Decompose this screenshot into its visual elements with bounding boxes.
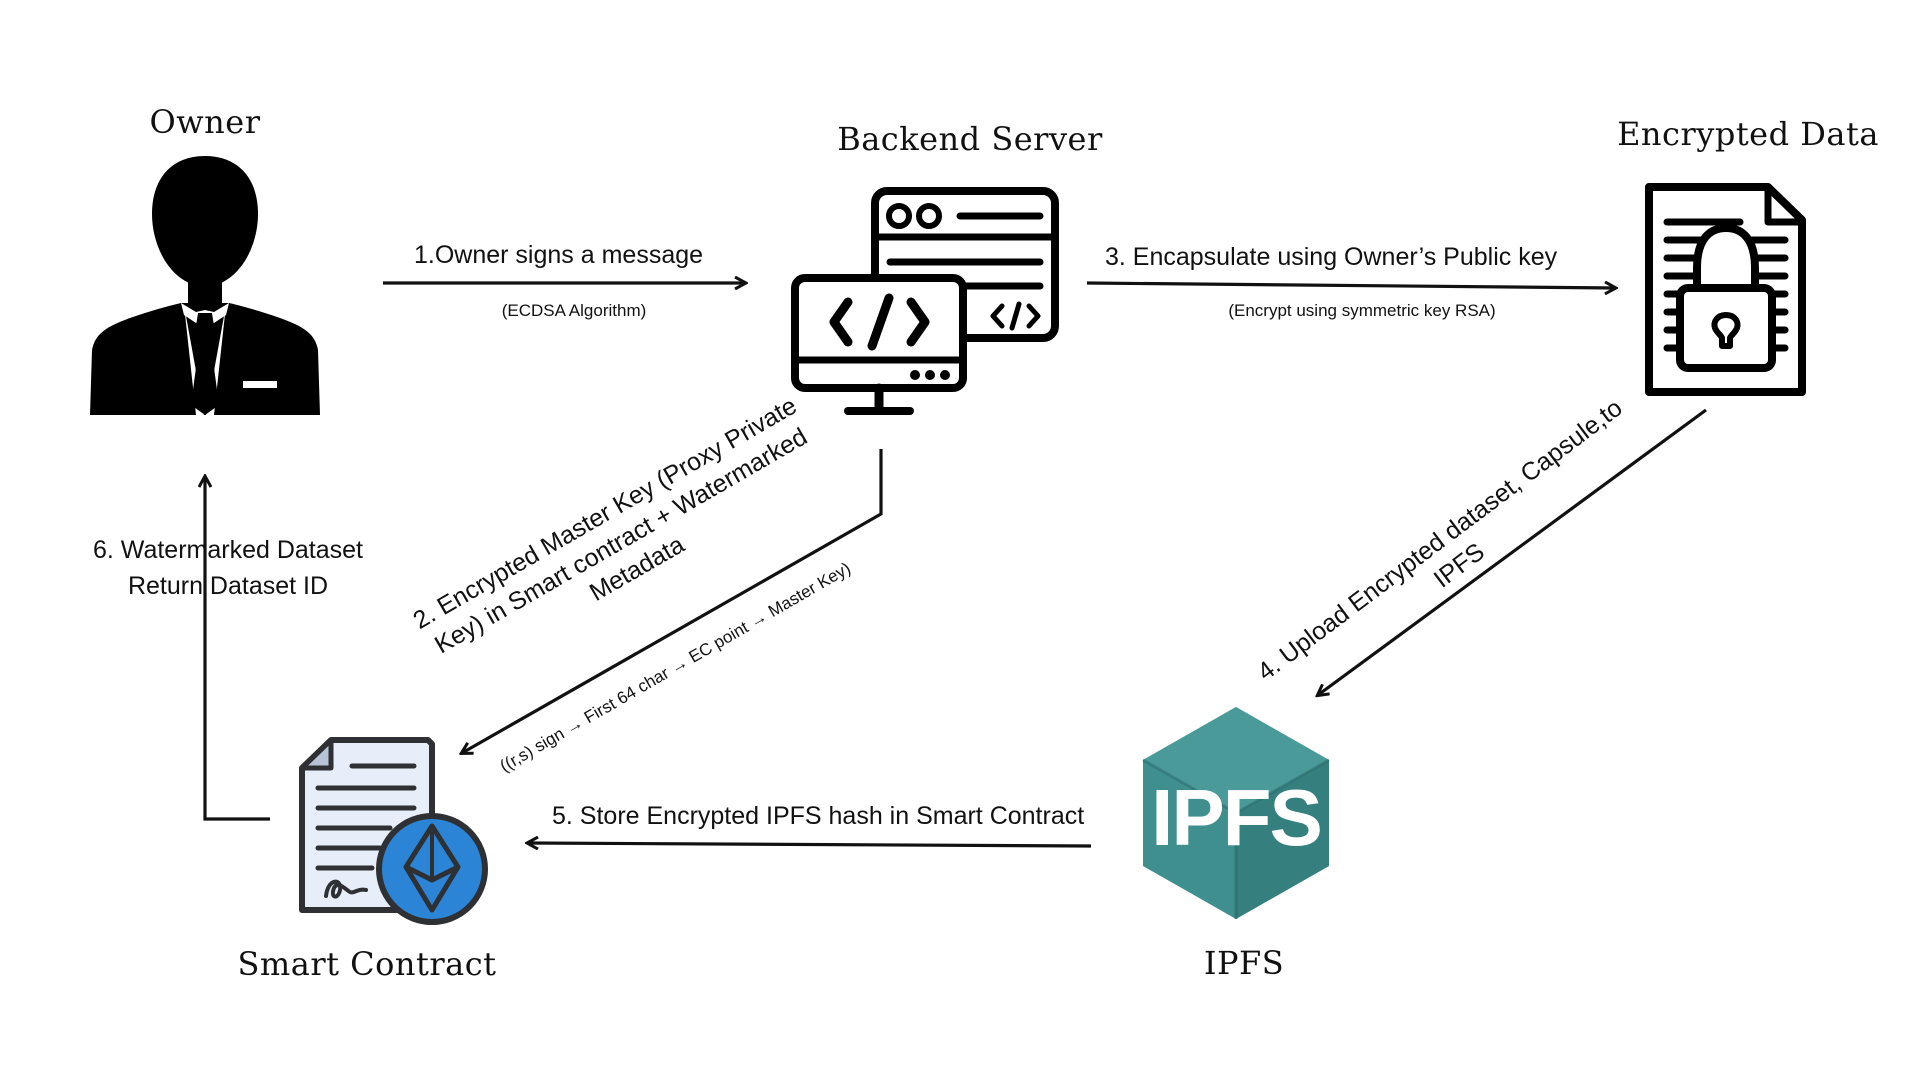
arrow-step4: [1318, 408, 1707, 695]
ipfs-node: IPFS IPFS: [1142, 707, 1330, 982]
ipfs-logo-text: IPFS: [1151, 773, 1321, 862]
edge-owner-to-backend: 1.Owner signs a message (ECDSA Algorithm…: [383, 241, 745, 320]
step3-sublabel: (Encrypt using symmetric key RSA): [1228, 301, 1495, 320]
step6-label-line2: Return Dataset ID: [128, 572, 328, 600]
server-code-icon: [791, 187, 1059, 415]
owner-title: Owner: [150, 103, 261, 141]
edge-ipfs-to-contract: 5. Store Encrypted IPFS hash in Smart Co…: [528, 802, 1092, 846]
step5-label: 5. Store Encrypted IPFS hash in Smart Co…: [552, 802, 1084, 830]
locked-document-icon: [1645, 183, 1806, 396]
smart-contract-node: Smart Contract: [237, 737, 496, 983]
backend-server-node: Backend Server: [791, 120, 1103, 415]
arrow-step5: [528, 843, 1092, 846]
step3-label: 3. Encapsulate using Owner’s Public key: [1105, 243, 1558, 271]
arrow-step3: [1086, 283, 1615, 288]
ethereum-icon: [376, 813, 488, 925]
arrow-step6: [205, 477, 270, 821]
arrow-step2: [462, 449, 883, 753]
encrypted-data-title: Encrypted Data: [1617, 115, 1879, 153]
edge-encrypted-to-ipfs: 4. Upload Encrypted dataset, Capsule,to …: [1252, 394, 1707, 712]
ipfs-logo-icon: IPFS: [1142, 707, 1330, 919]
step4-label-line1: 4. Upload Encrypted dataset, Capsule,to: [1252, 394, 1627, 687]
edge-backend-to-encrypted: 3. Encapsulate using Owner’s Public key …: [1086, 243, 1615, 320]
owner-node: Owner: [90, 103, 320, 415]
smart-contract-title: Smart Contract: [237, 945, 496, 983]
step1-sublabel: (ECDSA Algorithm): [502, 301, 647, 320]
backend-server-title: Backend Server: [837, 120, 1103, 158]
person-icon: [90, 156, 320, 415]
step1-label: 1.Owner signs a message: [414, 241, 703, 269]
edge-backend-to-contract: 2. Encrypted Master Key (Proxy Private K…: [408, 392, 883, 776]
step6-label-line1: 6. Watermarked Dataset: [93, 536, 363, 564]
encrypted-data-node: Encrypted Data: [1617, 115, 1879, 396]
edge-contract-to-owner: 6. Watermarked Dataset Return Dataset ID: [93, 477, 363, 821]
ipfs-title: IPFS: [1204, 944, 1284, 982]
